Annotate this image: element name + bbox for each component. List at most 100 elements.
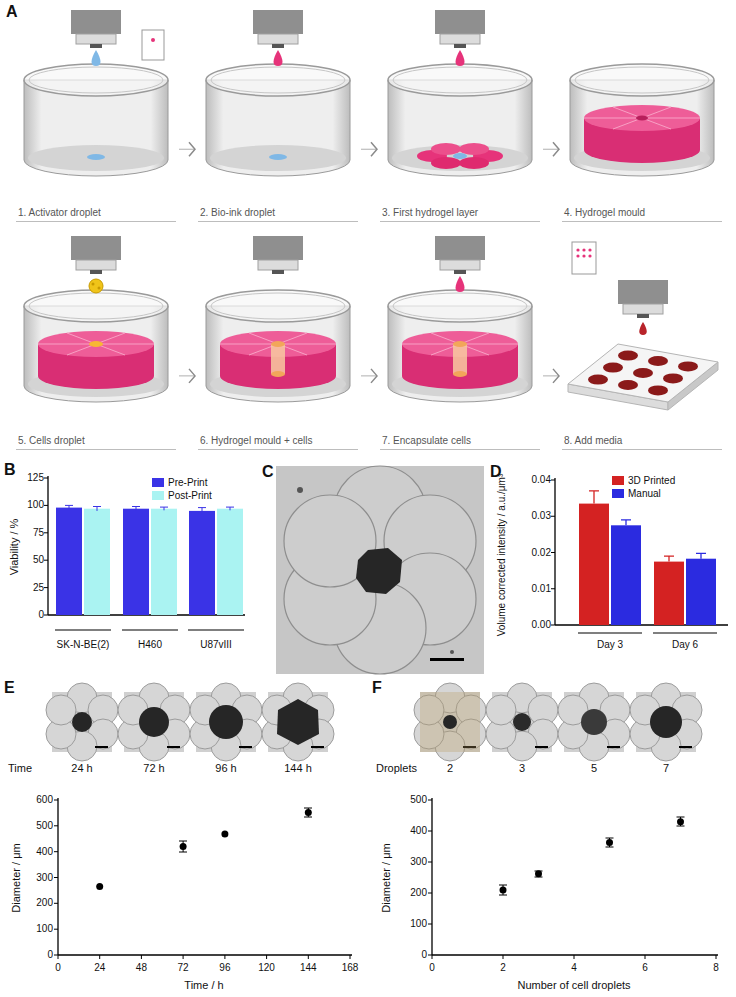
bar-chart: [578, 632, 717, 633]
axis-label: 96 h: [215, 762, 236, 775]
step-panel: 2. Bio-ink droplet: [198, 8, 358, 222]
scatter-plot: [57, 798, 58, 955]
bar-chart: [686, 559, 716, 625]
axis-label: 125: [27, 472, 44, 484]
bar-chart: [65, 505, 234, 514]
micrograph-row: [414, 683, 486, 761]
legend-swatch: [152, 491, 164, 500]
panel-letter: B: [4, 461, 16, 479]
axis-label: Day 3: [597, 639, 623, 651]
axis-label: 100: [36, 923, 53, 935]
legend-swatch: [152, 478, 164, 487]
step-arrow: [179, 142, 195, 156]
axis-label: Time / h: [184, 979, 223, 992]
arrow-head: [189, 369, 195, 383]
legend-text: Pre-Print: [168, 477, 207, 489]
arrow-head: [553, 142, 559, 156]
arrow-line: [543, 149, 559, 150]
step-illustration: [271, 341, 285, 377]
micrograph-row: [46, 683, 334, 761]
bar-chart: [47, 476, 48, 615]
bar-chart: [217, 509, 243, 615]
well-plate-illustration: [588, 375, 608, 385]
step-illustration: [388, 290, 532, 402]
axis-label: 300: [410, 856, 427, 868]
axis-label: Volume corrected intensity / a.u./μm³: [496, 474, 508, 637]
step-arrow: [361, 142, 377, 156]
axis-label: 75: [33, 527, 44, 539]
panel-letter: C: [262, 463, 274, 481]
axis-label: 144: [300, 962, 317, 974]
step-illustration: [24, 10, 168, 176]
step-illustration: [151, 38, 155, 42]
well-plate-illustration: [576, 254, 579, 257]
step-illustration: [24, 290, 168, 402]
step-illustration: [456, 276, 465, 292]
bar-chart: [55, 629, 244, 630]
scatter-plot: [54, 800, 58, 955]
well-plate-illustration: [663, 373, 683, 383]
axis-label: 2: [447, 762, 453, 775]
legend-swatch: [612, 489, 624, 498]
bar-chart: [551, 478, 728, 633]
micrograph-row: [414, 683, 486, 761]
panel-letter: F: [372, 679, 382, 697]
well-plate-illustration: [648, 385, 668, 395]
scatter-plot: [431, 798, 432, 955]
well-plate-illustration: [603, 363, 623, 373]
step-illustration: [388, 64, 532, 176]
arrow-line: [179, 375, 195, 376]
bar-chart: [654, 562, 684, 625]
bar-chart: [151, 509, 177, 615]
step-illustration: [71, 236, 121, 274]
micrograph-row: [558, 683, 630, 761]
step-illustration: [388, 10, 532, 176]
step-illustration: [456, 50, 465, 66]
well-plate-illustration: [639, 322, 647, 335]
step-illustration: [98, 287, 101, 290]
step-illustration: [92, 50, 101, 66]
axis-label: 72 h: [143, 762, 164, 775]
legend-text: Manual: [628, 488, 661, 500]
step-panel: 7. Encapsulate cells: [380, 232, 540, 450]
bar-chart: [664, 556, 674, 561]
bar-chart: [621, 520, 631, 525]
micrograph-row: [414, 683, 702, 761]
well-plate-illustration: [568, 242, 718, 410]
step-panel: 4. Hydrogel mould: [562, 8, 722, 222]
axis-label: 2: [500, 962, 506, 974]
micrograph: [450, 650, 454, 654]
well-plate-illustration: [588, 254, 591, 257]
step-panel: 8. Add media: [562, 232, 722, 450]
axis-label: H460: [138, 639, 162, 651]
step-illustration: [269, 154, 287, 160]
micrograph-row: [118, 683, 190, 761]
well-plate-illustration: [678, 361, 698, 371]
step-panel: 5. Cells droplet: [16, 232, 176, 450]
step-arrow: [361, 369, 377, 383]
axis-label: Time: [8, 762, 32, 775]
micrograph-row: [420, 692, 480, 752]
scatter-plot: [499, 817, 685, 895]
step-illustration: [71, 10, 121, 48]
micrograph-row: [486, 683, 558, 761]
well-plate-illustration: [582, 248, 585, 251]
step-illustration: [206, 236, 350, 402]
step-caption: 7. Encapsulate cells: [380, 435, 540, 446]
legend-swatch: [612, 476, 624, 485]
axis-label: 200: [36, 898, 53, 910]
micrograph-row: [630, 683, 702, 761]
panel-letter: A: [6, 3, 18, 21]
micrograph-row: [650, 706, 682, 738]
arrow-head: [371, 369, 377, 383]
step-panel: 3. First hydrogel layer: [380, 8, 540, 222]
bar-chart: [44, 478, 48, 615]
axis-label: 25: [33, 582, 44, 594]
step-caption: 1. Activator droplet: [16, 207, 176, 218]
step-illustration: [453, 153, 467, 159]
axis-label: 3: [519, 762, 525, 775]
step-illustration: [388, 236, 532, 402]
micrograph-row: [118, 683, 190, 761]
axis-label: Droplets: [376, 762, 417, 775]
